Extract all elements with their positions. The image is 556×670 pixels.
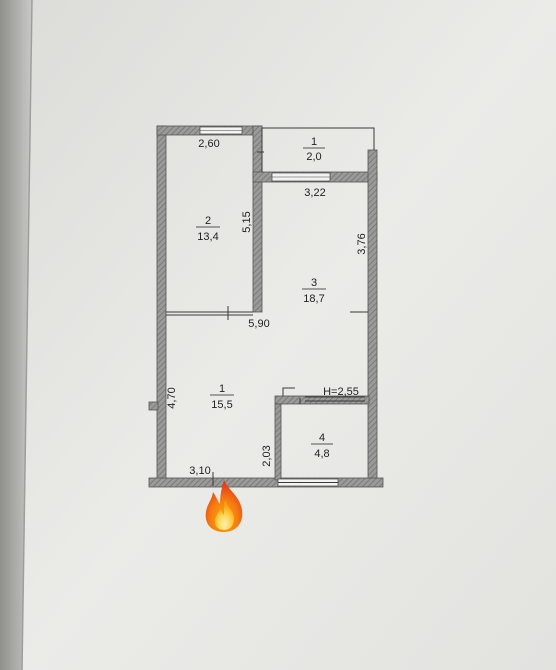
room-area-balcony: 2,0 bbox=[306, 151, 321, 163]
dim-bath-height: H=2,55 bbox=[323, 386, 359, 398]
room-area-living: 18,7 bbox=[303, 293, 324, 305]
dim-entrance-width: 3,10 bbox=[189, 465, 210, 477]
room-area-bathroom: 4,8 bbox=[314, 448, 329, 460]
dim-hall-width: 5,90 bbox=[248, 318, 269, 330]
dim-balcony-width: 3,22 bbox=[304, 187, 325, 199]
walls bbox=[148, 125, 384, 488]
paper-sheet bbox=[22, 0, 556, 670]
room-area-bedroom: 13,4 bbox=[197, 231, 218, 243]
room-number-bedroom: 2 bbox=[205, 215, 211, 227]
room-number-bathroom: 4 bbox=[319, 432, 325, 444]
room-number-living: 3 bbox=[311, 277, 317, 289]
room-number-hall: 1 bbox=[219, 383, 225, 395]
dim-room2-length: 5,15 bbox=[241, 211, 253, 232]
room-labels: 1 2,0 2 13,4 3 18,7 1 15,5 4 4,8 bbox=[196, 136, 333, 460]
thin-lines bbox=[166, 127, 375, 487]
room-area-hall: 15,5 bbox=[211, 399, 232, 411]
dim-bath-length: 2,03 bbox=[261, 445, 273, 466]
dim-room3-length: 3,76 bbox=[356, 233, 368, 254]
fire-emoji-icon bbox=[205, 480, 243, 532]
dim-room2-width: 2,60 bbox=[198, 138, 219, 150]
room-number-balcony: 1 bbox=[311, 136, 317, 148]
dim-hall-length: 4,70 bbox=[166, 387, 178, 408]
paper-fold bbox=[21, 0, 33, 670]
dimension-labels: 2,60 3,22 5,15 3,76 5,90 4,70 H=2,55 2,0… bbox=[166, 138, 368, 477]
